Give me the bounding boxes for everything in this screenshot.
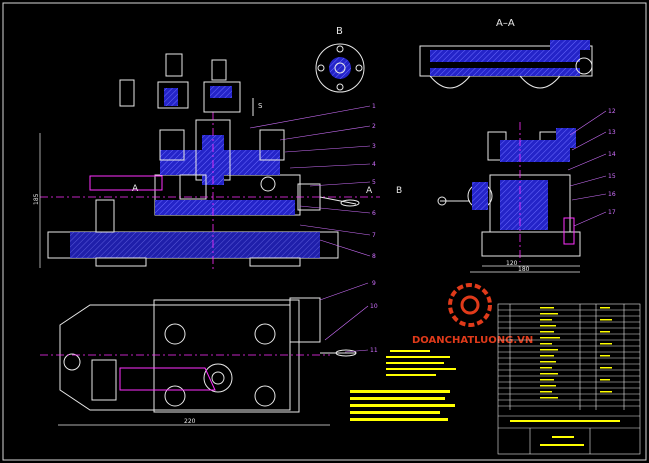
callout-14: 14 <box>608 151 616 158</box>
parts-list-entries <box>510 307 620 446</box>
top-view: 220 <box>40 297 357 426</box>
callout-17: 17 <box>608 209 616 216</box>
callout-11: 11 <box>370 347 378 354</box>
cut-a-left: A <box>132 184 139 194</box>
watermark-logo: DOANCHATLUONG.VN <box>412 283 533 346</box>
s-mark: S <box>258 102 263 110</box>
callout-10: 10 <box>370 303 378 310</box>
parts-list-table <box>497 303 641 455</box>
callout-2: 2 <box>372 123 376 130</box>
dim-side-width: 180 <box>518 266 530 273</box>
callouts: 1 2 3 4 5 6 7 8 9 10 11 12 13 14 15 16 1… <box>370 103 616 354</box>
callout-3: 3 <box>372 143 376 150</box>
callout-13: 13 <box>608 129 616 136</box>
dim-bottom-width: 220 <box>184 418 196 425</box>
callout-7: 7 <box>372 232 376 239</box>
technical-notes <box>350 350 456 421</box>
callout-9: 9 <box>372 280 376 287</box>
front-view: S A A B 185 <box>33 53 402 270</box>
callout-6: 6 <box>372 210 376 217</box>
leader-lines <box>249 105 607 353</box>
watermark-text: DOANCHATLUONG.VN <box>412 335 533 346</box>
callout-4: 4 <box>372 161 376 168</box>
view-b-title: B <box>336 26 343 37</box>
callout-16: 16 <box>608 191 616 198</box>
section-aa: A–A <box>419 18 593 89</box>
callout-12: 12 <box>608 108 616 115</box>
section-aa-title: A–A <box>496 18 515 29</box>
callout-1: 1 <box>372 103 376 110</box>
callout-15: 15 <box>608 173 616 180</box>
dim-side-sub: 120 <box>506 260 518 267</box>
callout-8: 8 <box>372 253 376 260</box>
dim-overall-height: 185 <box>33 193 40 205</box>
callout-5: 5 <box>372 179 376 186</box>
cut-b: B <box>396 186 402 196</box>
cut-a-right: A <box>366 186 373 196</box>
view-b: B <box>315 26 365 93</box>
side-view: 120 180 <box>437 122 581 273</box>
